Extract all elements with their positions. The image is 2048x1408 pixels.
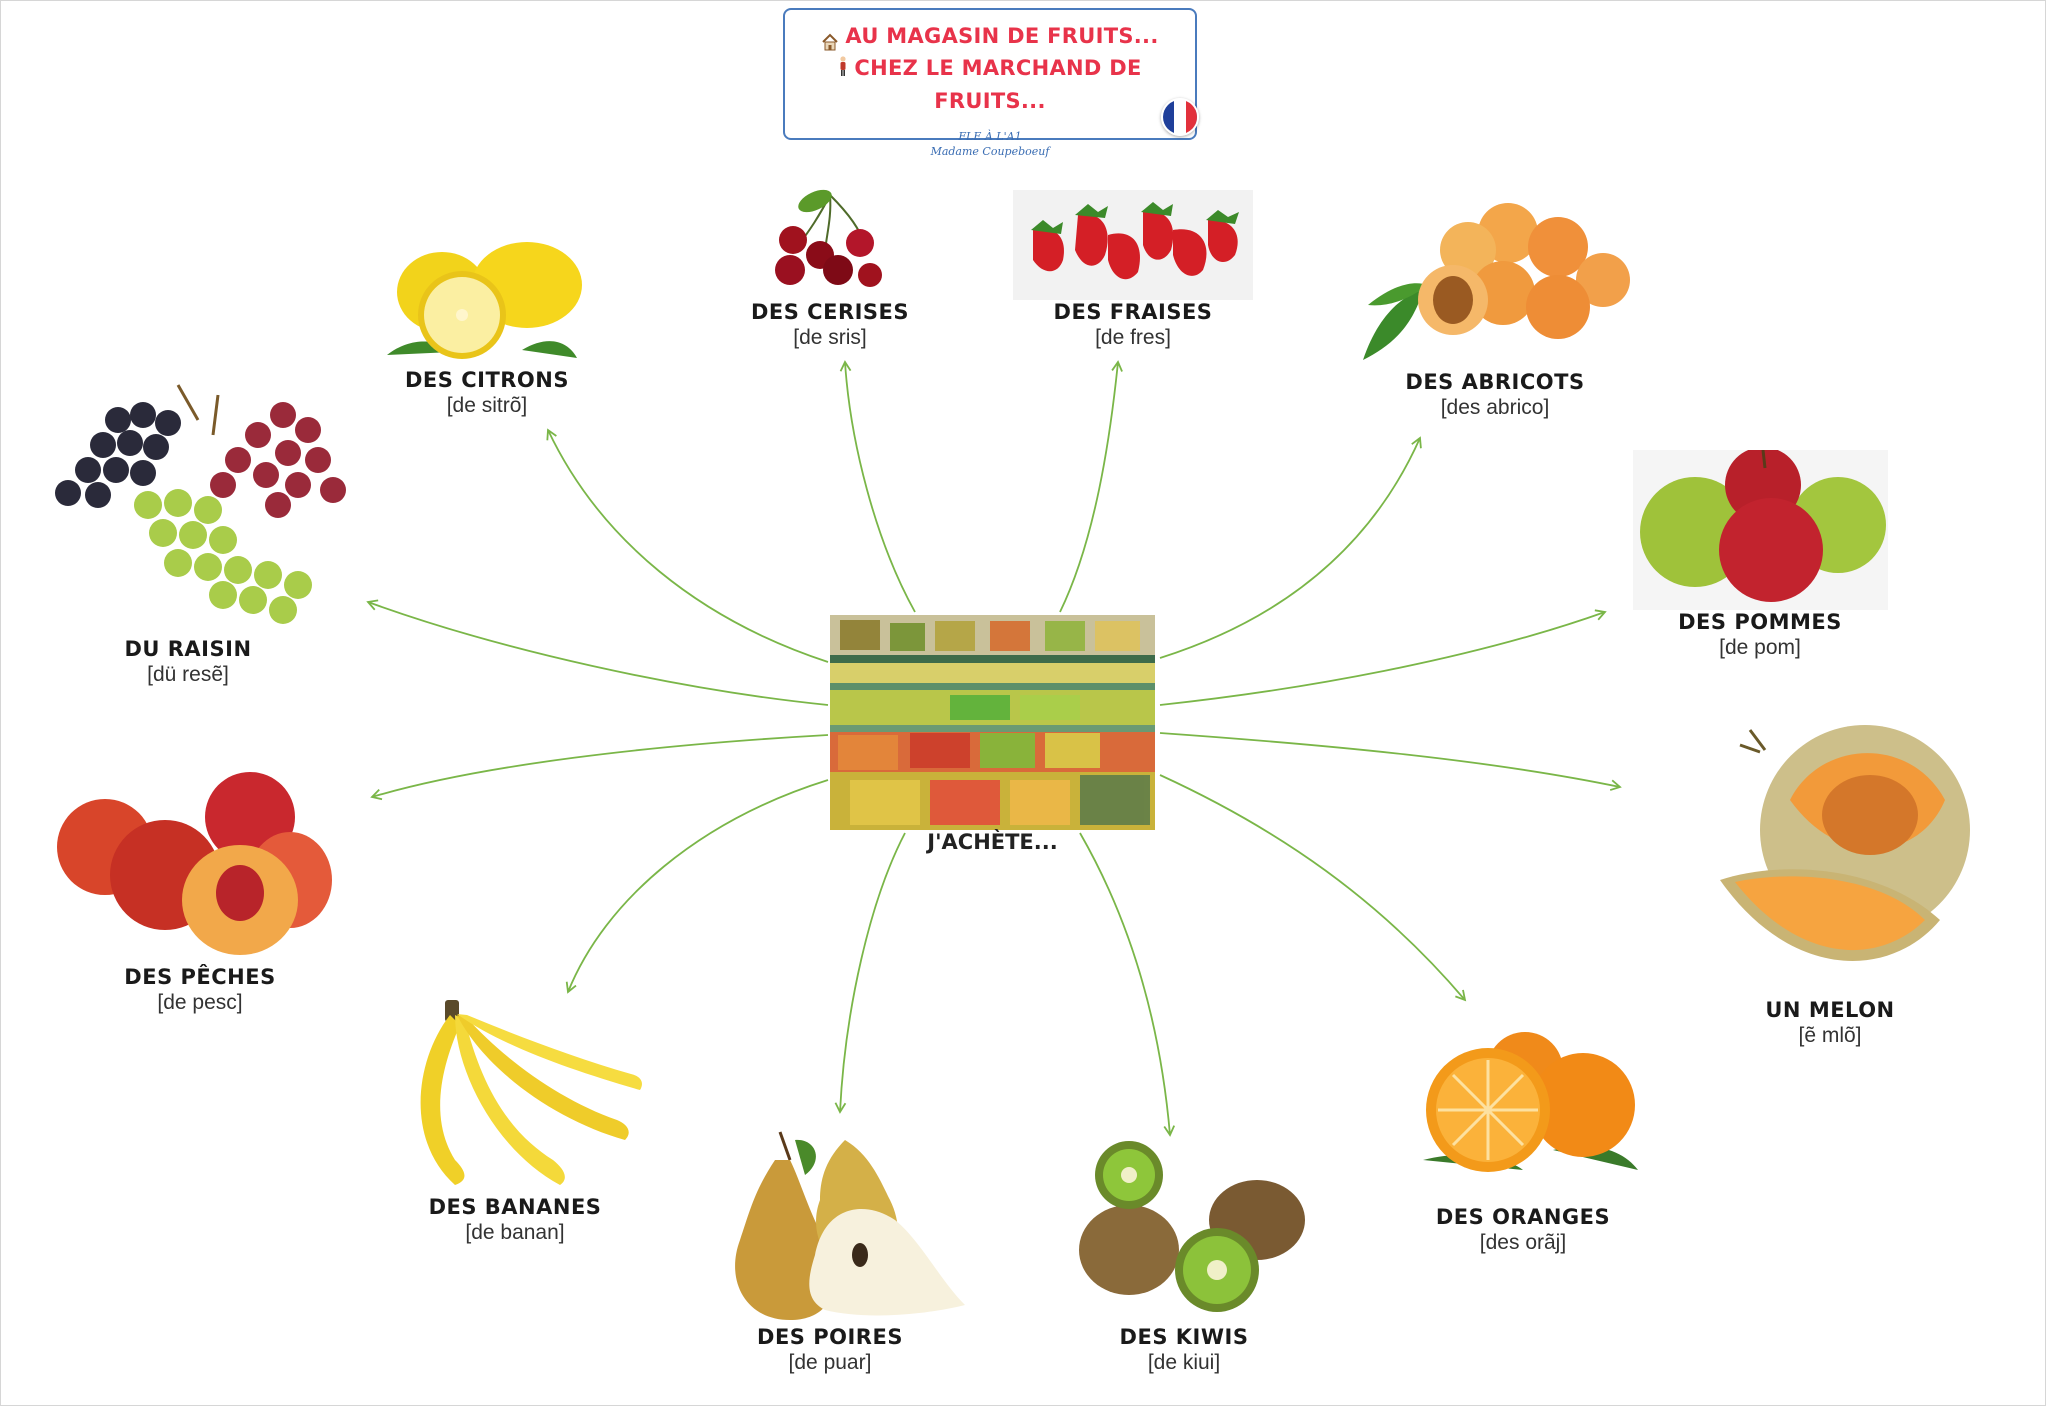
arrow-abricots	[1159, 436, 1422, 659]
center-label: J'ACHÈTE...	[927, 830, 1058, 854]
fruit-ipa: [des orãj]	[1479, 1231, 1567, 1254]
arrow-raisin	[366, 599, 829, 706]
level-text: FLE À L'A1	[958, 130, 1022, 143]
fruit-name: DES ORANGES	[1435, 1205, 1611, 1229]
fruit-name: DES FRAISES	[1053, 300, 1213, 324]
fruit-name: DES POMMES	[1678, 610, 1842, 634]
fruit-node-poires: DES POIRES [de puar]	[680, 1120, 980, 1375]
fruit-ipa: [de banan]	[465, 1221, 565, 1244]
fruit-ipa: [de puar]	[788, 1351, 872, 1374]
fruit-node-pommes: DES POMMES [de pom]	[1610, 447, 1910, 660]
arrow-citrons	[546, 428, 829, 663]
strawberries-image	[1013, 190, 1253, 300]
fruit-node-kiwis: DES KIWIS [de kiui]	[1034, 1140, 1334, 1375]
fruit-name: DU RAISIN	[124, 637, 252, 661]
apricots-image	[1353, 195, 1638, 370]
arrow-melon	[1159, 732, 1622, 791]
kiwis-image	[1059, 1140, 1309, 1325]
bananas-image	[385, 1000, 645, 1195]
fruit-node-peches: DES PÊCHES [de pesc]	[50, 765, 350, 1015]
fruit-name: DES POIRES	[757, 1325, 903, 1349]
fruit-node-abricots: DES ABRICOTS [des abrico]	[1345, 195, 1645, 420]
fruit-name: UN MELON	[1765, 998, 1895, 1022]
fruit-ipa: [de sitrõ]	[446, 394, 528, 417]
author-text: Madame Coupeboeuf	[930, 145, 1050, 158]
fruit-ipa: [de fres]	[1095, 326, 1171, 349]
arrow-cerises	[839, 360, 916, 613]
title-line-2: CHEZ LE MARCHAND DE FRUITS...	[785, 52, 1195, 117]
cherries-image	[760, 185, 900, 300]
pears-image	[695, 1120, 965, 1325]
fruit-node-oranges: DES ORANGES [des orãj]	[1373, 1030, 1673, 1255]
arrow-bananes	[565, 779, 829, 994]
fruit-node-melon: UN MELON [ẽ mlõ]	[1680, 720, 1980, 1048]
fruit-name: DES CERISES	[750, 300, 910, 324]
fruit-ipa: [de kiui]	[1147, 1351, 1221, 1374]
arrow-poires	[834, 832, 906, 1114]
lemons-image	[382, 240, 592, 368]
fruit-node-raisin: DU RAISIN [dü resẽ]	[38, 375, 346, 687]
fruit-ipa: [de pom]	[1719, 636, 1801, 659]
fruit-ipa: [dü resẽ]	[147, 663, 229, 686]
peaches-image	[50, 765, 350, 965]
oranges-image	[1403, 1030, 1643, 1205]
fruit-ipa: [de sris]	[793, 326, 867, 349]
arrow-kiwis	[1079, 832, 1176, 1137]
fruit-name: DES PÊCHES	[124, 965, 276, 989]
fruit-shelf-image	[830, 615, 1155, 830]
fruit-node-cerises: DES CERISES [de sris]	[680, 185, 980, 350]
grapes-image	[38, 375, 378, 637]
title-text-1: AU MAGASIN DE FRUITS...	[845, 24, 1159, 48]
arrow-fraises	[1059, 360, 1123, 613]
title-text-2: CHEZ LE MARCHAND DE FRUITS...	[854, 56, 1142, 113]
french-flag-icon	[1161, 98, 1199, 136]
house-icon	[821, 28, 839, 51]
fruit-node-fraises: DES FRAISES [de fres]	[983, 190, 1283, 350]
fruit-name: DES KIWIS	[1119, 1325, 1249, 1349]
arrow-pommes	[1159, 609, 1607, 706]
fruit-node-bananes: DES BANANES [de banan]	[365, 1000, 665, 1245]
fruit-ipa: [ẽ mlõ]	[1798, 1024, 1862, 1047]
arrow-oranges	[1159, 774, 1467, 1002]
title-box: AU MAGASIN DE FRUITS... CHEZ LE MARCHAND…	[783, 8, 1199, 158]
fruit-node-citrons: DES CITRONS [de sitrõ]	[337, 240, 637, 418]
fruit-ipa: [de pesc]	[157, 991, 243, 1014]
fruit-ipa: [des abrico]	[1440, 396, 1550, 419]
melon-image	[1680, 720, 1980, 998]
arrow-peches	[370, 734, 829, 801]
person-icon	[838, 53, 848, 85]
fruit-name: DES ABRICOTS	[1405, 370, 1585, 394]
apples-image	[1632, 447, 1888, 610]
fruit-name: DES CITRONS	[405, 368, 569, 392]
fruit-name: DES BANANES	[428, 1195, 602, 1219]
title-line-1: AU MAGASIN DE FRUITS...	[785, 20, 1195, 52]
